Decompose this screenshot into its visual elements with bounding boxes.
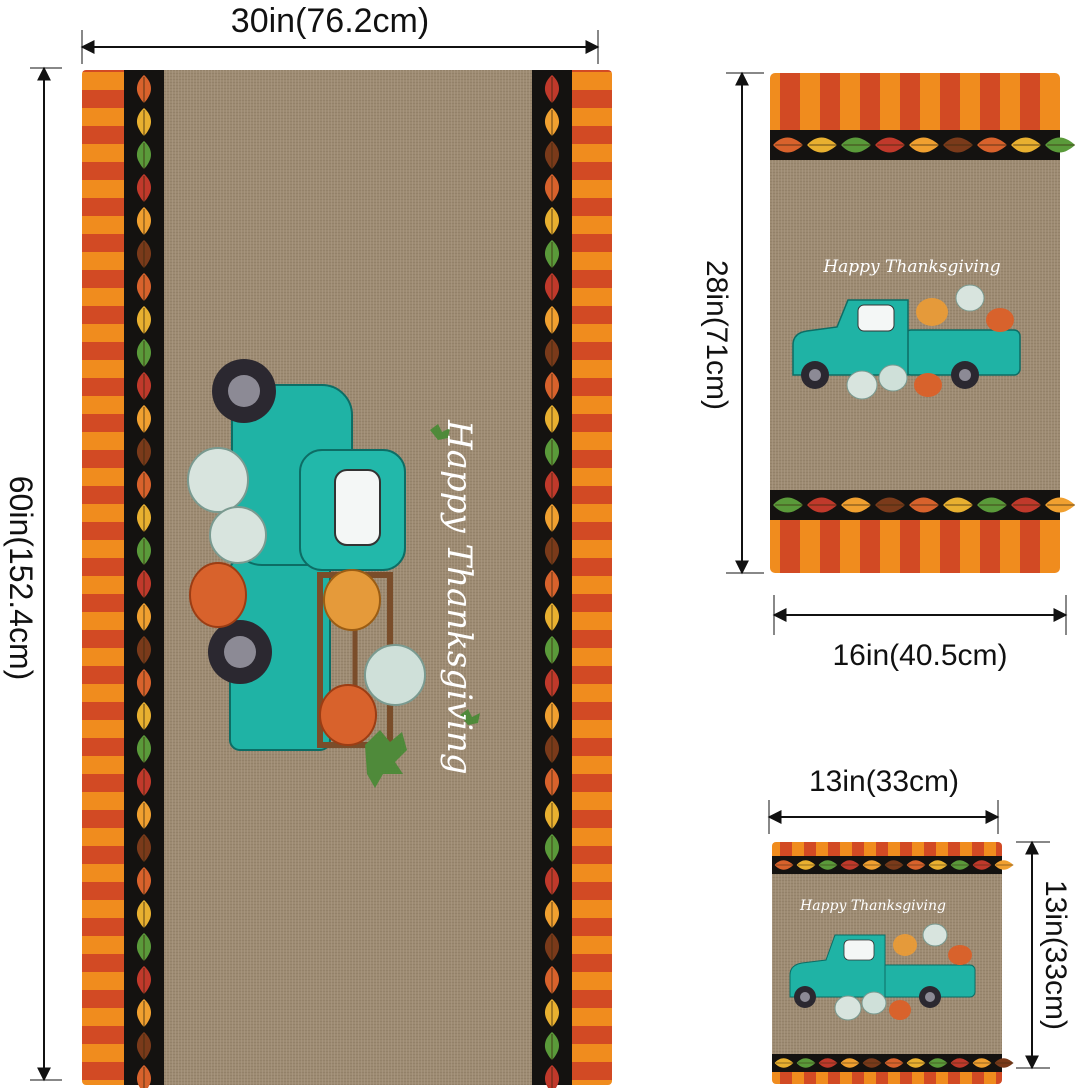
runner-height-dimension: 60in(152.4cm): [3, 66, 62, 1082]
runner-width-dimension: 30in(76.2cm): [80, 2, 600, 64]
truck-icon: [792, 299, 1021, 389]
garden-flag: Happy Thanksgiving: [770, 73, 1076, 573]
flag-width-dimension: 16in(40.5cm): [772, 595, 1068, 672]
table-runner: Happy Thanksgiving: [82, 70, 612, 1088]
placemat-width-label: 13in(33cm): [809, 765, 959, 798]
flag-height-label: 28in(71cm): [700, 260, 733, 410]
flag-leaves-bottom: [772, 497, 1076, 513]
placemat: Happy Thanksgiving: [772, 842, 1014, 1084]
placemat-greeting: Happy Thanksgiving: [799, 898, 946, 914]
runner-greeting: Happy Thanksgiving: [439, 419, 479, 775]
placemat-height-dimension: 13in(33cm): [1016, 840, 1072, 1070]
runner-height-label: 60in(152.4cm): [3, 476, 39, 681]
flag-leaves-top: [772, 137, 1076, 153]
placemat-leaves-bottom: [774, 1058, 1014, 1068]
flag-greeting: Happy Thanksgiving: [822, 257, 1000, 277]
flag-burlap-center: [770, 160, 1060, 490]
pumpkin-icon: [834, 923, 972, 1021]
flag-width-label: 16in(40.5cm): [832, 639, 1007, 672]
placemat-height-label: 13in(33cm): [1039, 880, 1072, 1030]
flag-height-dimension: 28in(71cm): [700, 71, 764, 575]
runner-width-label: 30in(76.2cm): [231, 2, 429, 40]
truck-icon: [789, 934, 976, 1008]
pumpkin-icon: [846, 284, 1014, 400]
placemat-leaves-top: [774, 860, 1014, 870]
vine-leaf-icon: [365, 424, 480, 788]
pumpkin-icon: [187, 447, 426, 746]
placemat-width-dimension: 13in(33cm): [767, 765, 1000, 834]
